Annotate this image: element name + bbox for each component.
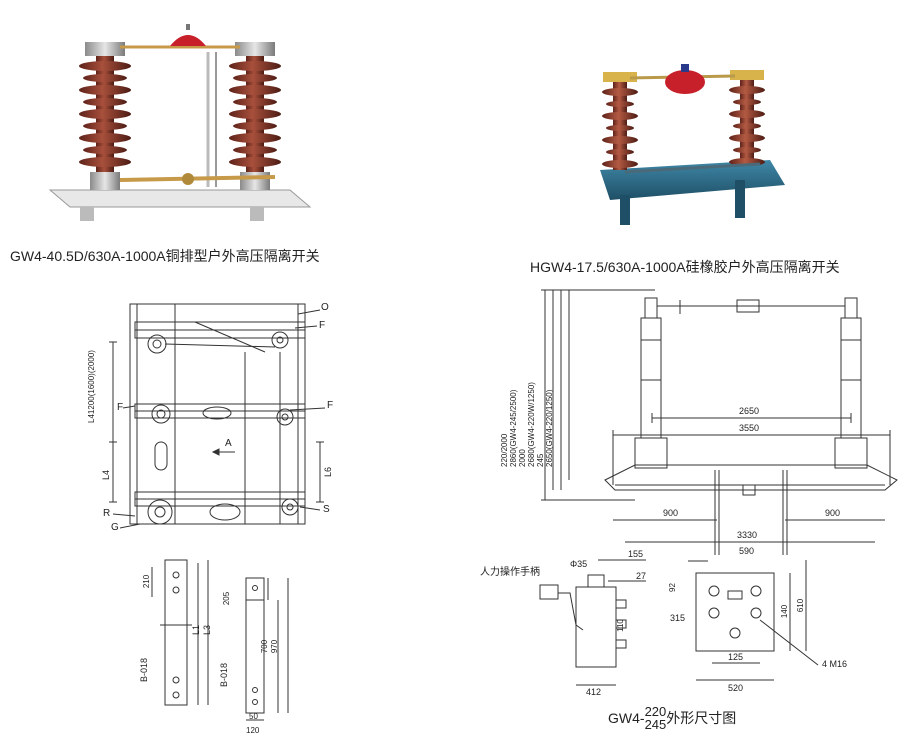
title-top: 220 (644, 704, 667, 719)
dim-phi35: Φ35 (570, 559, 588, 569)
label-l4: L4 (101, 469, 112, 481)
label-a: A (225, 438, 232, 449)
dim-412: 412 (586, 687, 602, 697)
label-s: S (323, 504, 330, 515)
title-bottom: 245 (644, 717, 667, 732)
insulator-left (79, 42, 131, 190)
dim-3550: 3550 (739, 423, 760, 433)
label-l6: L6 (323, 466, 334, 478)
dim-315: 315 (670, 613, 686, 623)
title-suffix: 外形尺寸图 (666, 710, 737, 726)
label-b018-1: B-018 (139, 657, 150, 683)
dim-970: 970 (270, 639, 280, 654)
dim-120: 120 (246, 726, 260, 735)
label-g: G (111, 522, 119, 533)
product-photo-gw4-40-5d (40, 22, 320, 227)
dim-210: 210 (142, 574, 152, 589)
label-b018-2: B-018 (219, 662, 230, 688)
dim-700: 700 (260, 639, 270, 654)
dim-27: 27 (636, 571, 647, 581)
vdim-4: 2680(GW4-220W/1250) (527, 382, 536, 467)
label-l4-vertical: L41200(1600)(2000) (86, 350, 96, 423)
product-caption-1: GW4-40.5D/630A-1000A铜排型户外高压隔离开关 (10, 248, 320, 264)
label-f-right: F (327, 400, 334, 411)
label-manual-handle: 人力操作手柄 (480, 567, 540, 578)
label-f-top: F (319, 320, 326, 331)
dim-l1: L1 (191, 624, 202, 636)
insulator-right (229, 42, 281, 190)
dim-125: 125 (728, 652, 744, 662)
dim-92: 92 (667, 583, 677, 592)
dim-3330: 3330 (737, 530, 758, 540)
dim-140: 140 (780, 604, 790, 619)
dim-900-right: 900 (825, 508, 841, 518)
dim-610: 610 (796, 598, 806, 613)
drawing-left-main: L41200(1600)(2000) O F F F A L4 L6 R G S (87, 292, 355, 542)
dim-4m16: 4 M16 (822, 659, 848, 669)
drawing-right-main: 220/2000 2860(GW4-245/2500) 2000 2680(GW… (500, 280, 900, 570)
dim-520: 520 (728, 683, 744, 693)
dim-50: 50 (249, 712, 258, 721)
dim-2650: 2650 (739, 406, 760, 416)
dim-900-left: 900 (663, 508, 679, 518)
vdim-1: 220/2000 (500, 433, 509, 467)
vdim-3: 2000 (518, 449, 527, 467)
product-caption-2: HGW4-17.5/630A-1000A硅橡胶户外高压隔离开关 (530, 259, 840, 275)
drawing-left-part2: 205 700 970 B-018 50 120 (218, 570, 298, 740)
dim-205: 205 (222, 591, 232, 606)
vdim-2: 2860(GW4-245/2500) (509, 389, 518, 467)
dim-110: 110 (615, 619, 625, 632)
label-f-left: F (117, 402, 124, 413)
label-o: O (321, 302, 329, 313)
title-prefix: GW4- (608, 710, 645, 726)
dim-155: 155 (628, 549, 644, 559)
product-photo-hgw4-17-5 (585, 60, 800, 235)
dim-590: 590 (739, 546, 755, 556)
label-r: R (103, 508, 111, 519)
drawing-right-mechanism: 人力操作手柄 Φ35 155 27 92 110 412 315 140 610… (478, 549, 878, 705)
vert-dims-group: 220/2000 2860(GW4-245/2500) 2000 2680(GW… (500, 367, 554, 467)
vdim-6: 2650(GW4-220/1250) (545, 389, 554, 467)
vdim-5: 245 (536, 453, 545, 467)
drawing-left-part1: 210 L1 L3 B-018 (139, 555, 220, 715)
dim-l3: L3 (202, 624, 213, 636)
